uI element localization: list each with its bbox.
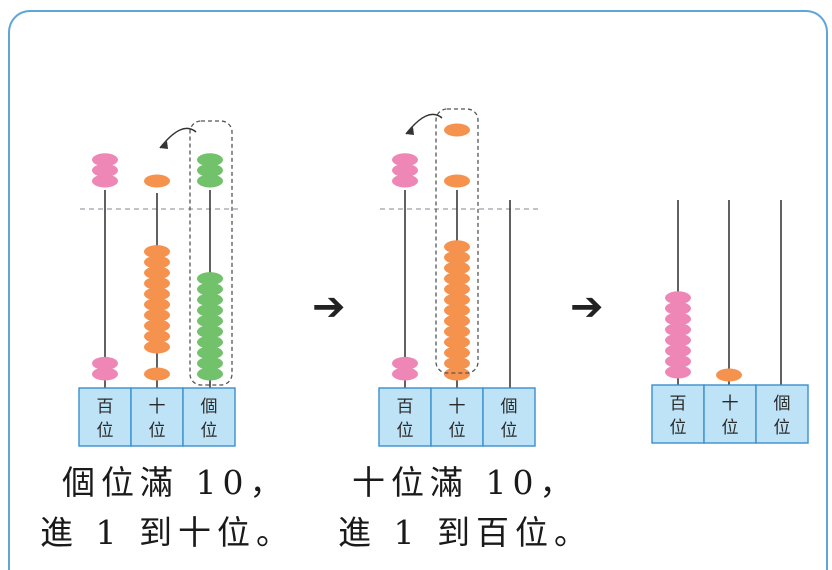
- panel3-hundreds-base-label: 位: [670, 418, 687, 438]
- panel1-hundreds-bead: [92, 356, 118, 370]
- panel2-tens-group-outline: [435, 108, 479, 374]
- panel1-tens-upper-bead: [144, 174, 170, 188]
- step-arrow-icon: ➔: [570, 284, 604, 330]
- panel2-tens-bead: [444, 325, 470, 339]
- panel3-hundreds-base-label: 百: [670, 394, 687, 414]
- panel1-ones-upper-bead: [197, 174, 223, 188]
- panel3-hundreds-bead: [665, 333, 691, 347]
- panel2-hundreds-upper-bead: [392, 153, 418, 167]
- caption-panel1-line2: 進 1 到十位。: [40, 513, 295, 552]
- panel2-hundreds-base-label: 位: [397, 421, 414, 441]
- panel1-tens-bead: [144, 287, 170, 301]
- panel1-ones-bead: [197, 325, 223, 339]
- panel2-tens-upper-bead: [444, 123, 470, 137]
- panel1-tens-bead: [144, 329, 170, 343]
- panel1-tens-bead: [144, 255, 170, 269]
- panel1-hundreds-upper-bead: [92, 163, 118, 177]
- panel1-tens-bead: [144, 340, 170, 354]
- panel1-carry-arrow-head: [160, 141, 168, 149]
- panel1-ones-bead: [197, 293, 223, 307]
- panel1-hundreds-upper-bead: [92, 174, 118, 188]
- figure-frame: [8, 10, 828, 570]
- panel1-carry-arrow: [159, 127, 197, 149]
- panel1-tens-base-label: 十: [149, 397, 166, 417]
- panel2-tens-bead: [444, 335, 470, 349]
- panel2-tens-base-label: 十: [449, 397, 466, 417]
- panel2-hundreds-upper-bead: [392, 174, 418, 188]
- panel2-ones-base-label: 個: [501, 397, 518, 417]
- panel3-ones-base: [755, 384, 809, 444]
- panel3-hundreds-bead: [665, 344, 691, 358]
- panel2-carry-arrow-head: [406, 127, 414, 135]
- panel2-tens-bead: [444, 346, 470, 360]
- panel2-hundreds-base: [378, 387, 432, 447]
- panel1-hundreds-upper-bead: [92, 153, 118, 167]
- panel1-ones-base: [182, 387, 236, 447]
- panel1-ones-bead: [197, 356, 223, 370]
- panel1-tens-bead: [144, 367, 170, 381]
- panel3-tens-bead: [716, 368, 742, 382]
- panel1-ones-group-outline: [189, 120, 233, 386]
- panel2-tens-bead: [444, 250, 470, 264]
- panel2-tens-base: [430, 387, 484, 447]
- panel2-tens-bead: [444, 303, 470, 317]
- panel2-hundreds-bead: [392, 367, 418, 381]
- panel1-ones-bead: [197, 314, 223, 328]
- panel2-tens-upper-bead: [444, 174, 470, 188]
- panel1-tens-bead: [144, 319, 170, 333]
- panel2-hundreds-upper-bead: [392, 163, 418, 177]
- panel3-hundreds-bead: [665, 323, 691, 337]
- panel2-hundreds-base-label: 百: [397, 397, 414, 417]
- panel2-tens-bead: [444, 261, 470, 275]
- panel1-tens-base: [130, 387, 184, 447]
- panel1-tens-bead: [144, 298, 170, 312]
- panel2-ones-base-label: 位: [501, 421, 518, 441]
- panel1-ones-upper-bead: [197, 153, 223, 167]
- panel1-tens-bead: [144, 266, 170, 280]
- panel2-tens-bead: [444, 282, 470, 296]
- panel3-hundreds-bead: [665, 365, 691, 379]
- panel2-carry-arrow: [405, 113, 443, 135]
- panel1-ones-bead: [197, 346, 223, 360]
- panel2-tens-base-label: 位: [449, 421, 466, 441]
- caption-panel1-line1: 個位滿 10，: [62, 463, 289, 502]
- panel3-hundreds-base: [651, 384, 705, 444]
- panel1-ones-base-label: 個: [201, 397, 218, 417]
- panel1-tens-bead: [144, 276, 170, 290]
- panel1-ones-bead: [197, 303, 223, 317]
- panel3-tens-base-label: 位: [722, 418, 739, 438]
- panel3-hundreds-bead: [665, 291, 691, 305]
- panel2-tens-bead: [444, 367, 470, 381]
- panel1-hundreds-base-label: 位: [97, 421, 114, 441]
- panel1-tens-bead: [144, 245, 170, 259]
- panel3-ones-base-label: 個: [774, 394, 791, 414]
- panel2-tens-bead: [444, 272, 470, 286]
- panel1-ones-base-label: 位: [201, 421, 218, 441]
- panel3-tens-base: [703, 384, 757, 444]
- panel2-hundreds-bead: [392, 356, 418, 370]
- caption-panel2-line2: 進 1 到百位。: [338, 513, 593, 552]
- panel1-hundreds-base-label: 百: [97, 397, 114, 417]
- panel3-tens-base-label: 十: [722, 394, 739, 414]
- panel2-ones-base: [482, 387, 536, 447]
- panel2-tens-bead: [444, 293, 470, 307]
- panel1-ones-bead: [197, 367, 223, 381]
- panel1-tens-base-label: 位: [149, 421, 166, 441]
- panel3-hundreds-bead: [665, 312, 691, 326]
- panel1-ones-bead: [197, 335, 223, 349]
- panel1-ones-upper-bead: [197, 163, 223, 177]
- panel1-ones-bead: [197, 272, 223, 286]
- panel3-hundreds-bead: [665, 354, 691, 368]
- panel3-hundreds-bead: [665, 301, 691, 315]
- caption-panel2-line1: 十位滿 10，: [352, 463, 579, 502]
- panel1-hundreds-bead: [92, 367, 118, 381]
- panel2-tens-bead: [444, 356, 470, 370]
- panel1-ones-bead: [197, 282, 223, 296]
- panel2-tens-bead: [444, 240, 470, 254]
- panel3-ones-base-label: 位: [774, 418, 791, 438]
- step-arrow-icon: ➔: [312, 284, 346, 330]
- panel1-tens-bead: [144, 308, 170, 322]
- panel2-tens-bead: [444, 314, 470, 328]
